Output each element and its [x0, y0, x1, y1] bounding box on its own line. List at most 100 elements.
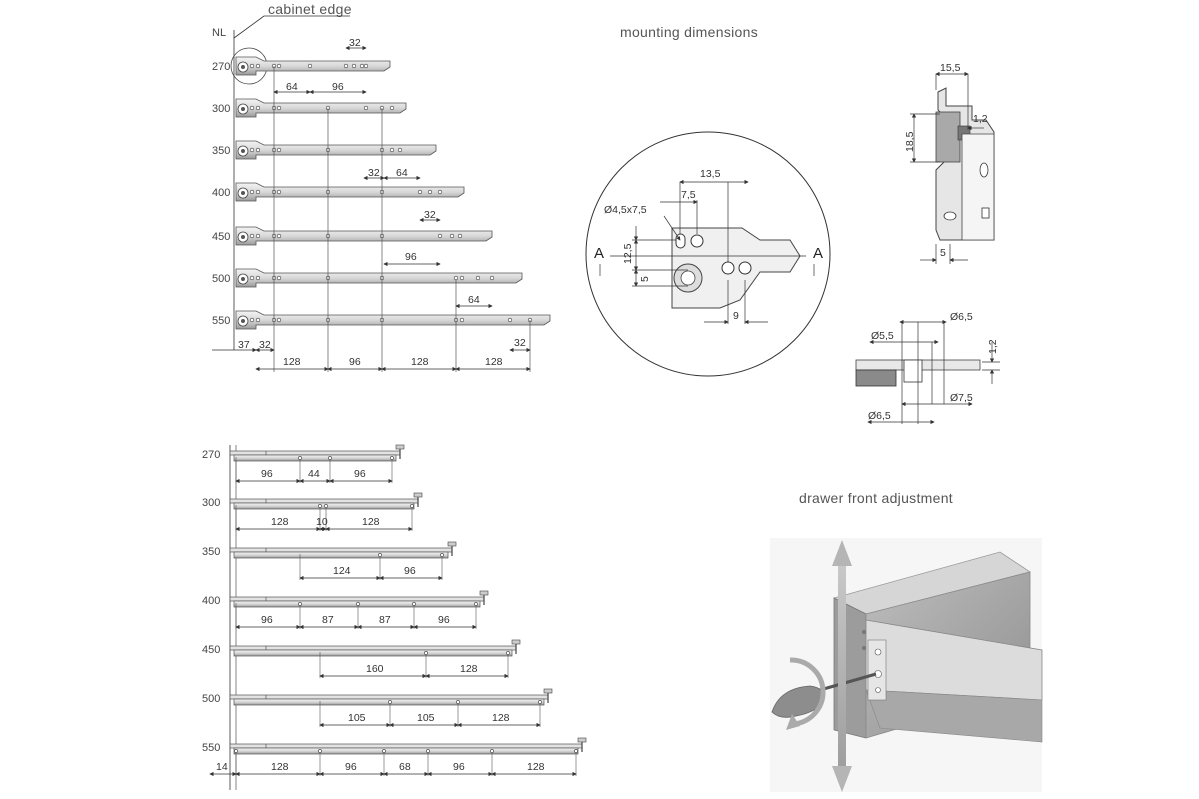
rail-hole [318, 504, 322, 508]
dimension-value: 128 [271, 761, 289, 773]
dim-1-2-section: 1,2 [987, 339, 999, 354]
rail-lower-profile [233, 454, 397, 462]
rail-hole [359, 63, 365, 69]
rail-hole [255, 317, 261, 323]
rail-hole [328, 456, 332, 460]
rail-stop-cap [413, 492, 423, 498]
rail-hole [389, 147, 395, 153]
top-rail-270: 270 [212, 56, 391, 76]
dim-d6-5-top: Ø6,5 [950, 311, 973, 323]
section-a-left: A [594, 245, 604, 262]
rail-length-label: 300 [212, 103, 230, 115]
rail-body [235, 56, 391, 76]
rail-roller-hub [241, 191, 245, 195]
dim-d6-5-bottom: Ø6,5 [868, 410, 891, 422]
rail-hole [440, 553, 444, 557]
dim-d7-5: Ø7,5 [950, 392, 973, 404]
rail-length-label: 400 [212, 187, 230, 199]
rail-hole [412, 602, 416, 606]
dim-64-270: 64 [286, 81, 298, 93]
dim-96-450: 96 [405, 251, 417, 263]
dimension-value: 105 [348, 712, 366, 724]
dim-d5-5: Ø5,5 [871, 330, 894, 342]
rail-hole [389, 105, 395, 111]
rail-length-label: 270 [212, 61, 230, 73]
rail-hole [574, 749, 578, 753]
vertical-arrow-icon [832, 540, 852, 792]
rail-roller-hub [241, 149, 245, 153]
rail-hole [453, 275, 459, 281]
top-rail-300: 300 [212, 98, 407, 118]
rail-hole [475, 275, 481, 281]
rail-length-label: 350 [212, 145, 230, 157]
rail-top-profile [229, 450, 401, 456]
rail-length-label: 500 [202, 693, 220, 705]
rail-body [235, 310, 551, 330]
dim-32-550: 32 [514, 337, 526, 349]
rail-hole [424, 651, 428, 655]
rail-body [235, 140, 437, 160]
rail-hole [318, 749, 322, 753]
rail-lower-profile [233, 649, 513, 657]
dimension-value: 96 [354, 468, 366, 480]
dimension-value: 68 [399, 761, 411, 773]
rail-stop-cap [543, 688, 553, 694]
rail-hole [363, 105, 369, 111]
rail-hole [255, 233, 261, 239]
rail-hole [343, 63, 349, 69]
rail-hole [255, 147, 261, 153]
rail-length-label: 550 [202, 742, 220, 754]
dimension-value: 128 [527, 761, 545, 773]
rail-stop-cap [511, 639, 521, 645]
rail-hole [276, 189, 282, 195]
rail-hole [307, 63, 313, 69]
rail-length-label: 270 [202, 449, 220, 461]
dimension-value: 96 [261, 614, 273, 626]
dim-32-top: 32 [349, 37, 361, 49]
dim-96-bottom: 96 [349, 356, 361, 368]
rail-hole [397, 147, 403, 153]
dimension-value: 10 [316, 516, 328, 528]
dim-128-a: 128 [283, 356, 301, 368]
rail-length-label: 450 [202, 644, 220, 656]
dim-18-5: 18,5 [904, 131, 916, 152]
rail-hole [363, 63, 369, 69]
rail-stop-cap [479, 590, 489, 596]
rail-roller-hub [241, 319, 245, 323]
dim-7-5: 7,5 [681, 189, 696, 201]
rail-roller-hub [241, 107, 245, 111]
rail-hole [255, 105, 261, 111]
rail-hole [410, 504, 414, 508]
section-a-right: A [813, 245, 823, 262]
rail-hole [249, 233, 255, 239]
rail-roller-hub [241, 235, 245, 239]
rail-hole [459, 275, 465, 281]
rail-hole [538, 700, 542, 704]
rail-stop-cap [577, 737, 587, 743]
dim-96-270: 96 [332, 81, 344, 93]
dimension-value: 96 [345, 761, 357, 773]
rail-hole [382, 749, 386, 753]
dimension-value: 14 [216, 761, 228, 773]
rail-body [235, 226, 493, 246]
dimension-value: 128 [460, 663, 478, 675]
dim-13-5: 13,5 [700, 168, 721, 180]
drawer-front-adjustment-heading: drawer front adjustment [799, 490, 953, 506]
rail-hole [474, 602, 478, 606]
dim-64-500: 64 [468, 294, 480, 306]
rail-hole [459, 317, 465, 323]
rail-stop-cap [447, 541, 457, 547]
rail-body [235, 268, 523, 288]
rail-hole [276, 275, 282, 281]
dim-1-2-side: 1,2 [973, 113, 988, 125]
mounting-dimensions-heading: mounting dimensions [620, 24, 758, 40]
section-view: Ø6,5 Ø5,5 1,2 Ø7,5 Ø6,5 [855, 311, 1000, 425]
dim-hole: Ø4,5x7,5 [604, 204, 647, 216]
